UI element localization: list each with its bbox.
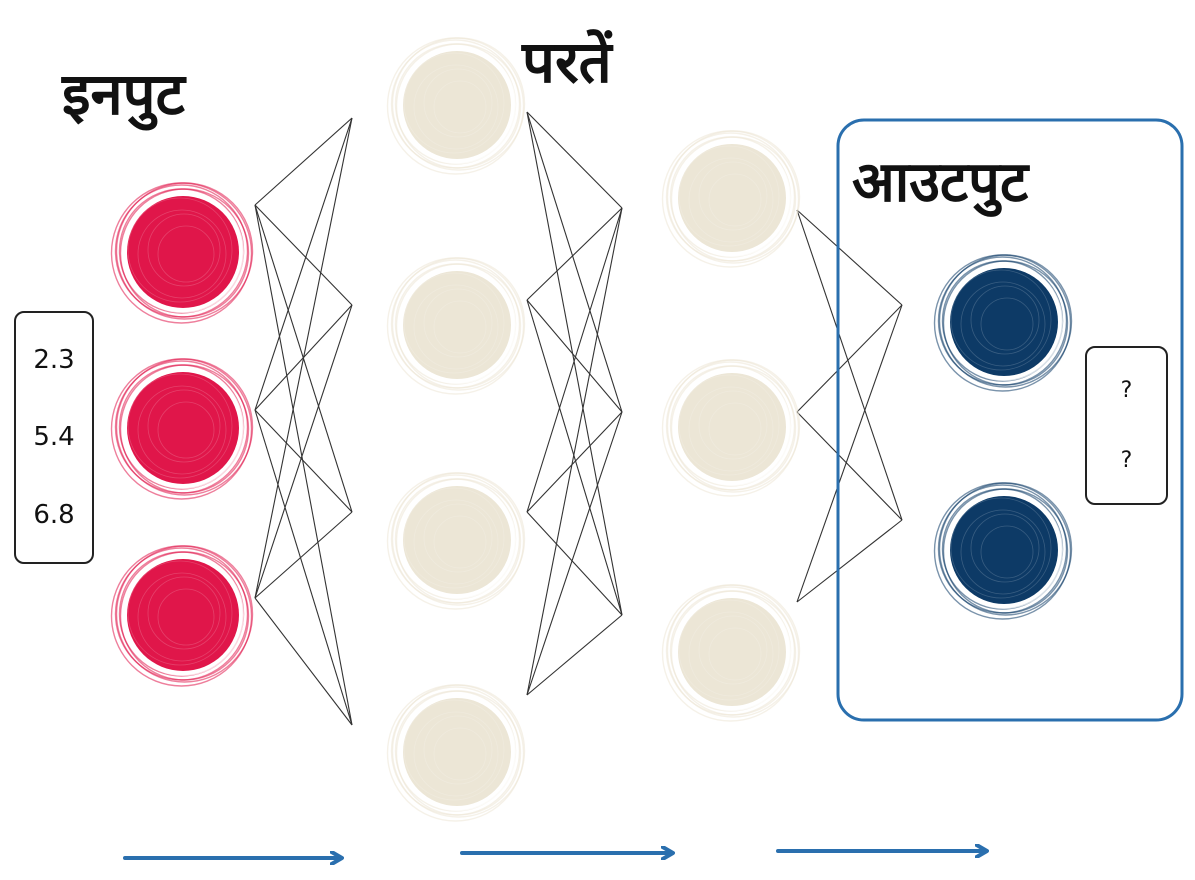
neurons [110, 37, 1073, 822]
input-node [110, 545, 254, 687]
connection-line [526, 111, 623, 209]
connection-line [254, 409, 353, 726]
connection-line [254, 304, 353, 599]
connection-line [796, 411, 903, 521]
connection-line [526, 207, 623, 696]
connection-line [254, 409, 353, 513]
connection-line [254, 117, 353, 599]
output-node [933, 254, 1073, 392]
output-value: ? [1120, 447, 1133, 473]
hidden-node [386, 257, 526, 395]
connection-line [526, 511, 623, 616]
output-node [933, 482, 1073, 620]
input-value: 6.8 [33, 500, 75, 531]
hidden-node [661, 130, 801, 268]
hidden-node [386, 472, 526, 610]
connection-line [254, 117, 353, 411]
layers-title: परतें [522, 28, 612, 96]
connection-line [526, 299, 623, 616]
output-value: ? [1120, 378, 1133, 404]
connection-line [526, 207, 623, 301]
input-node [110, 358, 254, 500]
input-value: 2.3 [33, 344, 75, 375]
input-node [110, 182, 254, 324]
input-vector-box: 2.3 5.4 6.8 [14, 311, 94, 564]
hidden-node [386, 37, 526, 175]
connection-line [796, 304, 903, 603]
connection-line [526, 411, 623, 513]
hidden-node [386, 684, 526, 822]
connections [254, 111, 903, 726]
connection-line [254, 597, 353, 726]
connection-line [526, 207, 623, 513]
hidden-node [661, 359, 801, 497]
flow-arrows [123, 851, 986, 858]
connection-line [796, 209, 903, 521]
connection-line [526, 614, 623, 696]
hidden-node [661, 584, 801, 722]
connection-line [796, 519, 903, 603]
connection-line [254, 204, 353, 726]
output-box [836, 118, 1184, 722]
output-title: आउटपुट [852, 150, 1029, 215]
connection-line [796, 304, 903, 413]
connection-line [254, 511, 353, 599]
input-title: इनपुट [62, 60, 185, 128]
connection-line [796, 209, 903, 306]
connection-line [254, 204, 353, 306]
connection-line [526, 299, 623, 413]
connection-line [526, 411, 623, 696]
connection-line [254, 117, 353, 206]
output-vector-box: ? ? [1085, 346, 1168, 505]
connection-line [526, 111, 623, 413]
input-value: 5.4 [33, 422, 75, 453]
connection-line [526, 111, 623, 616]
